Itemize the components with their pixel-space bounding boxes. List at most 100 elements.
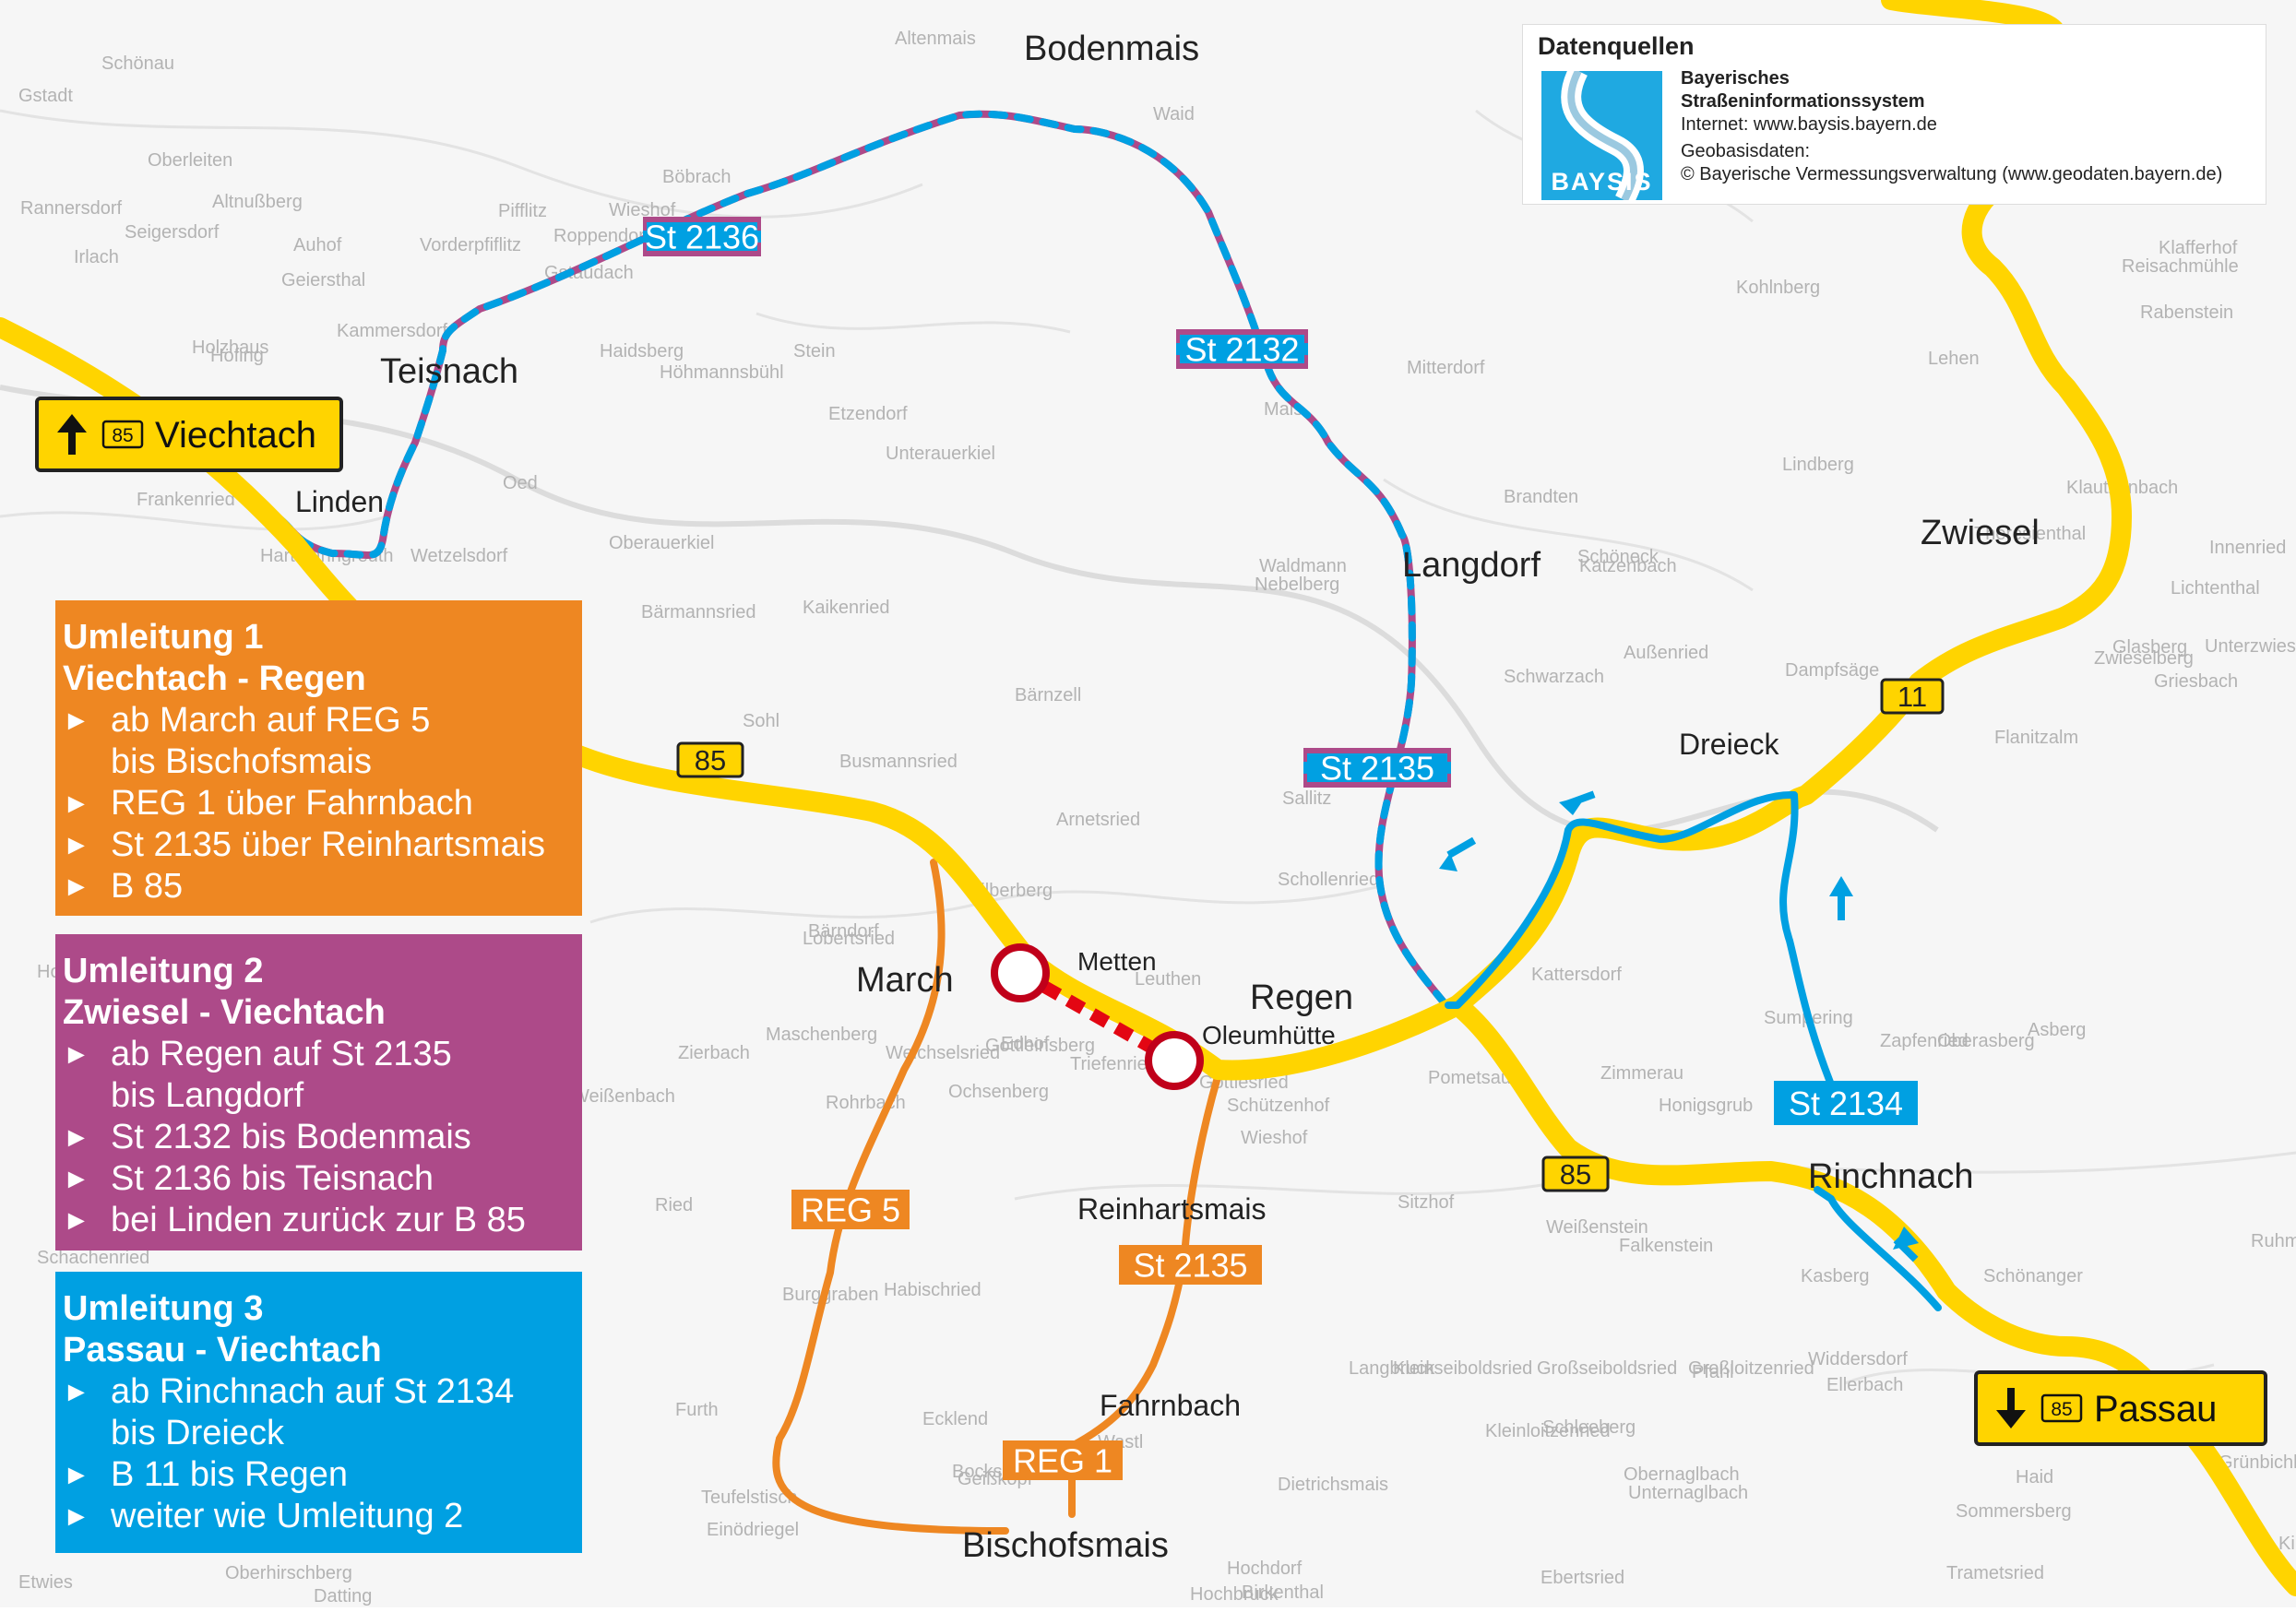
place-label: Schönau: [101, 53, 174, 74]
place-label: Irlach: [74, 247, 119, 267]
place-label: Oberasberg: [1937, 1031, 2035, 1051]
place-label: Bärnzell: [1015, 685, 1081, 705]
road-label-text: St 2134: [1789, 1085, 1903, 1122]
place-label: Dietrichsmais: [1278, 1475, 1388, 1495]
place-label: Altenmais: [895, 29, 976, 49]
legend-title: Umleitung 3: [63, 1289, 264, 1328]
place-label: Hochbruck: [1190, 1584, 1279, 1605]
legend-item-text: ab March auf REG 5 bis Bischofsmais: [111, 701, 431, 781]
place-label: Zierbach: [678, 1043, 750, 1063]
place-label: Reisachmühle: [2122, 256, 2239, 277]
legend-title: Umleitung 2: [63, 952, 264, 990]
place-label: Honigsgrub: [1659, 1096, 1753, 1116]
place-label: Wieshof: [1241, 1128, 1308, 1148]
triangle-right-icon: ►: [63, 1460, 90, 1490]
detour-3-route: [1445, 790, 1942, 1311]
town-label: Teisnach: [380, 352, 518, 391]
place-label: Gottleinsberg: [985, 1036, 1095, 1056]
place-label: Stein: [793, 341, 836, 362]
place-label: Auhof: [293, 235, 342, 255]
place-label: Ellerbach: [1826, 1375, 1903, 1395]
place-label: Leuthen: [1135, 969, 1201, 990]
place-label: Kattersdorf: [1531, 965, 1622, 985]
legend-item: ►B 11 bis Regen: [63, 1454, 573, 1496]
town-label: Langdorf: [1402, 546, 1541, 585]
road-label: St 2135: [1119, 1245, 1262, 1285]
road-label: 85: [676, 741, 744, 778]
place-label: Altnußberg: [212, 192, 303, 212]
place-label: Zimmerau: [1600, 1063, 1683, 1084]
place-label: Vorderpfiflitz: [420, 235, 521, 255]
road-label: 85: [1541, 1156, 1610, 1192]
place-label: Etzendorf: [828, 404, 908, 424]
place-label: Burggraben: [782, 1285, 879, 1305]
road-label: REG 5: [791, 1190, 910, 1229]
place-label: Furth: [675, 1400, 719, 1420]
place-label: Edhof: [1001, 1034, 1050, 1054]
town-label: Fahrnbach: [1100, 1389, 1241, 1422]
place-label: Oberauerkiel: [609, 533, 715, 553]
place-label: Lindberg: [1782, 455, 1854, 475]
place-label: Kleinseiboldsried: [1393, 1358, 1532, 1379]
place-label: Brandten: [1504, 487, 1578, 507]
place-label: Innenried: [2209, 538, 2286, 558]
place-label: Ried: [655, 1195, 693, 1215]
place-label: Böbrach: [662, 167, 732, 187]
legend-item-text: ab Rinchnach auf St 2134 bis Dreieck: [111, 1372, 515, 1452]
place-label: Kleinloitzenried: [1485, 1421, 1611, 1441]
place-label: Sitzhof: [1398, 1192, 1455, 1213]
place-label: Haidsberg: [600, 341, 684, 362]
legend-item: ►weiter wie Umleitung 2: [63, 1496, 573, 1537]
place-label: Hochdorf: [1227, 1559, 1303, 1579]
place-label: Unterzwiesel: [2205, 636, 2296, 657]
legend-item-text: ab Regen auf St 2135 bis Langdorf: [111, 1035, 452, 1115]
road-label-text: St 2135: [1320, 750, 1434, 788]
place-label: Maschenberg: [766, 1025, 877, 1045]
place-label: Pometsau: [1428, 1068, 1511, 1088]
sign-destination: Viechtach: [155, 415, 316, 456]
place-label: Schollenried: [1278, 870, 1379, 890]
place-label: Lobertsried: [803, 929, 895, 949]
place-label: Weißenbach: [572, 1086, 675, 1107]
datasource-line: Geobasisdaten:: [1681, 141, 1811, 161]
datasource-box: Datenquellen BAYSIS Bayerisches Straßeni…: [1522, 24, 2266, 205]
place-label: Großseiboldsried: [1537, 1358, 1677, 1379]
place-label: Langbruck: [1349, 1358, 1435, 1379]
place-label: Trametsried: [1946, 1563, 2044, 1583]
place-label: Rabenstein: [2140, 302, 2233, 323]
place-label: Habischried: [884, 1280, 981, 1300]
place-label: Dampfsäge: [1785, 660, 1879, 681]
place-label: Mitterdorf: [1407, 358, 1485, 378]
place-label: Gstadt: [18, 86, 73, 106]
place-label: Kirchdorf: [2278, 1534, 2296, 1554]
place-label: Einödriegel: [707, 1520, 799, 1540]
place-label: Kasberg: [1801, 1266, 1870, 1286]
datasource-line: Straßeninformationssystem: [1681, 91, 1925, 112]
place-label: Roppendorf: [553, 226, 650, 246]
triangle-right-icon: ►: [63, 1039, 90, 1070]
place-label: Unterauerkiel: [886, 444, 995, 464]
road-label: St 2135: [1303, 748, 1451, 788]
place-label: Griesbach: [2154, 671, 2238, 692]
place-label: Falkenstein: [1619, 1236, 1713, 1256]
place-label: Waldmann: [1259, 556, 1347, 576]
town-label: Reinhartsmais: [1077, 1192, 1267, 1226]
place-label: Schwarzach: [1504, 667, 1604, 687]
triangle-right-icon: ►: [63, 1501, 90, 1532]
place-label: Pifflitz: [498, 201, 547, 221]
place-label: Seigersdorf: [125, 222, 220, 243]
place-label: Außenried: [1624, 643, 1708, 663]
datasource-line: Bayerisches: [1681, 68, 1790, 89]
place-label: Schöneck: [1577, 547, 1660, 567]
town-label: Linden: [295, 485, 384, 518]
place-label: Schützenhof: [1227, 1096, 1330, 1116]
place-label: Ruhmannsberg: [2251, 1231, 2296, 1251]
town-label: Zwiesel: [1921, 514, 2040, 552]
legend-item: ► ab Regen auf St 2135 bis Langdorf: [63, 1034, 573, 1117]
town-label: March: [856, 961, 954, 1000]
road-label-text: St 2132: [1184, 331, 1299, 369]
triangle-right-icon: ►: [63, 788, 90, 819]
